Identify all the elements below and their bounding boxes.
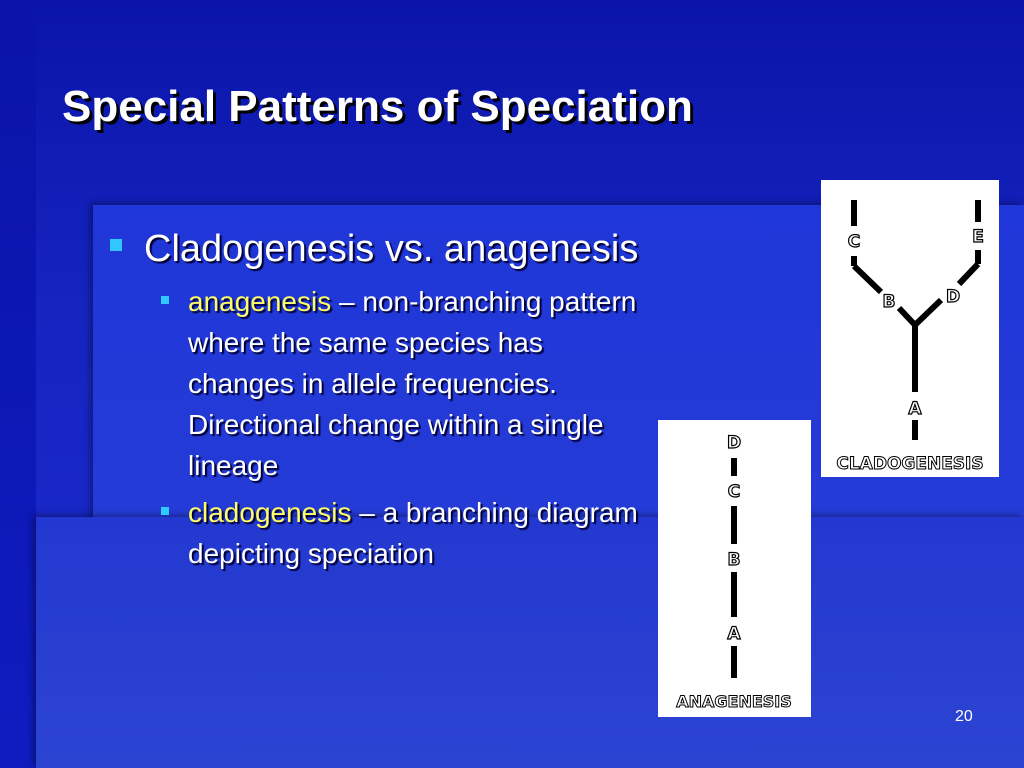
square-bullet-icon: [161, 507, 169, 515]
square-bullet-icon: [161, 296, 169, 304]
label-d: D: [946, 287, 960, 307]
square-bullet-icon: [110, 239, 122, 251]
term-anagenesis: anagenesis: [188, 286, 332, 317]
label-c: C: [848, 232, 860, 252]
label-b: B: [728, 550, 741, 570]
branch-b-to-node: [896, 305, 918, 328]
label-e: E: [972, 227, 984, 247]
branch-e-to-d: [956, 261, 981, 287]
main-bullet-text: Cladogenesis vs. anagenesis: [144, 228, 639, 270]
branch-d-to-node: [912, 297, 944, 328]
cladogenesis-caption: CLADOGENESIS: [836, 454, 983, 474]
label-a: A: [727, 624, 741, 644]
definition-cladogenesis: – a branching diagram depicting speciati…: [188, 497, 638, 569]
slide-content: Cladogenesis vs. anagenesis anagenesis –…: [108, 225, 648, 580]
branch-c-to-b: [851, 263, 884, 295]
anagenesis-diagram: D C B A ANAGENESIS: [658, 420, 811, 717]
label-c: C: [728, 482, 740, 502]
term-cladogenesis: cladogenesis: [188, 497, 352, 528]
page-number: 20: [955, 708, 973, 725]
background-left-strip: [0, 0, 36, 768]
label-d: D: [727, 433, 741, 453]
sub-bullet-cladogenesis: cladogenesis – a branching diagram depic…: [158, 492, 648, 574]
definition-anagenesis: – non-branching pattern where the same s…: [188, 286, 637, 481]
anagenesis-caption: ANAGENESIS: [676, 692, 792, 711]
sub-bullet-anagenesis: anagenesis – non-branching pattern where…: [158, 281, 648, 486]
label-a: A: [908, 399, 922, 419]
label-b: B: [883, 292, 896, 312]
cladogenesis-tree: C E B D A CLADOGENESIS: [836, 200, 984, 475]
slide-title: Special Patterns of Speciation: [62, 82, 693, 131]
cladogenesis-diagram: C E B D A CLADOGENESIS: [821, 180, 999, 477]
sub-bullet-list: anagenesis – non-branching pattern where…: [108, 281, 648, 574]
background-panel-lower: [36, 517, 1024, 768]
anagenesis-line: D C B A ANAGENESIS: [676, 432, 793, 711]
main-bullet: Cladogenesis vs. anagenesis: [108, 225, 648, 273]
